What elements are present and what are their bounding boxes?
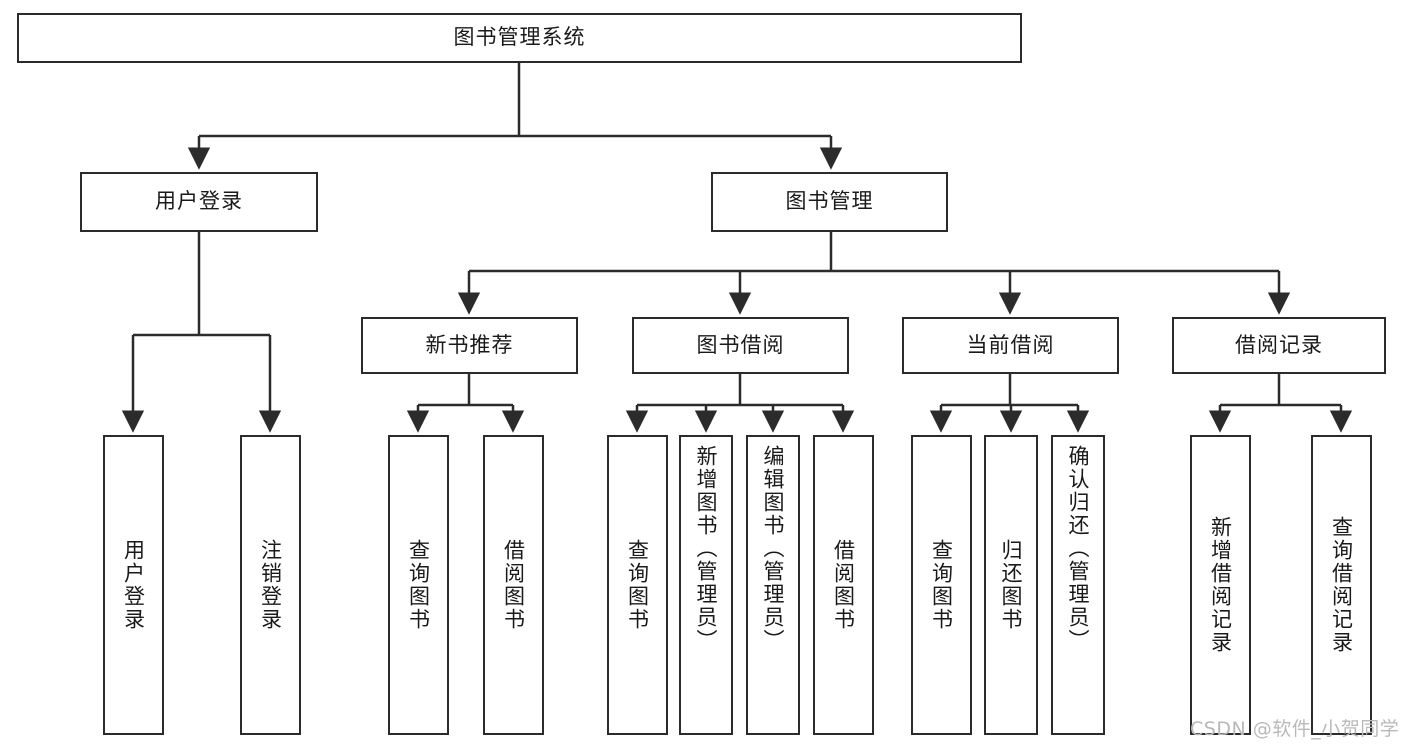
node-user-login[interactable]: 用户登录: [80, 172, 318, 232]
leaf-user-logout[interactable]: 注销登录: [240, 435, 301, 735]
leaf-user-login-label: 用户登录: [121, 539, 146, 631]
leaf-add-borrow-record[interactable]: 新增借阅记录: [1190, 435, 1251, 735]
leaf-query-book-2[interactable]: 查询图书: [607, 435, 668, 735]
node-book-borrow-label: 图书借阅: [696, 332, 785, 357]
leaf-confirm-return-label: 确认归还（管理员）: [1066, 445, 1090, 652]
node-book-borrow[interactable]: 图书借阅: [632, 317, 849, 374]
node-borrow-record[interactable]: 借阅记录: [1172, 317, 1386, 374]
leaf-query-book-3[interactable]: 查询图书: [911, 435, 972, 735]
leaf-confirm-return[interactable]: 确认归还（管理员）: [1051, 435, 1105, 735]
leaf-return-book-label: 归还图书: [999, 539, 1023, 631]
watermark: CSDN @软件_小贺同学: [1190, 718, 1400, 740]
node-book-management-label: 图书管理: [785, 189, 874, 214]
leaf-query-book-1-label: 查询图书: [406, 539, 431, 631]
leaf-borrow-book-1[interactable]: 借阅图书: [483, 435, 544, 735]
leaf-add-borrow-record-label: 新增借阅记录: [1208, 516, 1233, 654]
leaf-query-borrow-record-label: 查询借阅记录: [1329, 516, 1354, 654]
leaf-edit-book[interactable]: 编辑图书（管理员）: [746, 435, 800, 735]
leaf-query-book-2-label: 查询图书: [625, 539, 650, 631]
leaf-add-book-label: 新增图书（管理员）: [694, 445, 718, 652]
node-new-book-recommend-label: 新书推荐: [425, 332, 514, 357]
leaf-borrow-book-1-label: 借阅图书: [501, 539, 526, 631]
leaf-add-book[interactable]: 新增图书（管理员）: [679, 435, 733, 735]
node-borrow-record-label: 借阅记录: [1235, 332, 1323, 357]
leaf-return-book[interactable]: 归还图书: [984, 435, 1038, 735]
leaf-query-book-3-label: 查询图书: [929, 539, 954, 631]
node-current-borrow-label: 当前借阅: [966, 332, 1055, 357]
leaf-borrow-book-2-label: 借阅图书: [831, 539, 856, 631]
node-user-login-label: 用户登录: [155, 189, 243, 214]
node-new-book-recommend[interactable]: 新书推荐: [361, 317, 578, 374]
leaf-edit-book-label: 编辑图书（管理员）: [761, 445, 785, 652]
node-root[interactable]: 图书管理系统: [17, 13, 1022, 63]
leaf-query-borrow-record[interactable]: 查询借阅记录: [1311, 435, 1372, 735]
leaf-user-logout-label: 注销登录: [258, 539, 283, 631]
node-book-management[interactable]: 图书管理: [711, 172, 948, 232]
leaf-borrow-book-2[interactable]: 借阅图书: [813, 435, 874, 735]
leaf-user-login[interactable]: 用户登录: [103, 435, 164, 735]
node-current-borrow[interactable]: 当前借阅: [902, 317, 1119, 374]
node-root-label: 图书管理系统: [453, 25, 586, 50]
leaf-query-book-1[interactable]: 查询图书: [388, 435, 449, 735]
